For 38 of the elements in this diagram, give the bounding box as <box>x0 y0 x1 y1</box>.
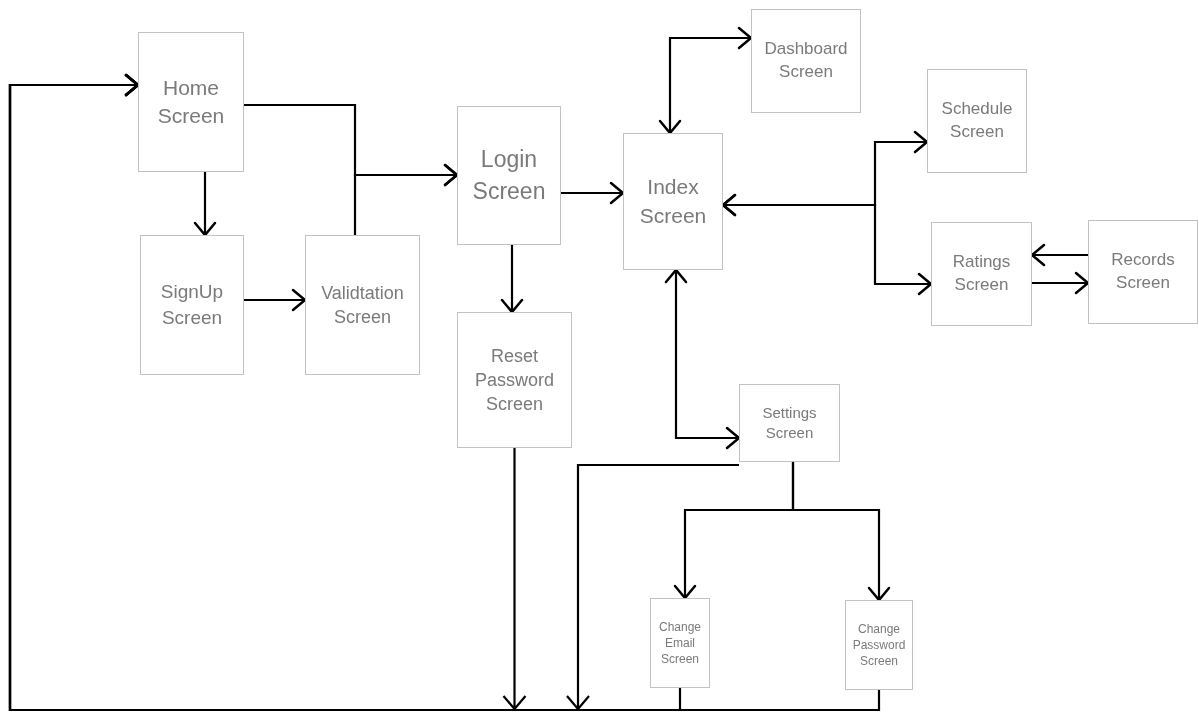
screen-label: Reset Password Screen <box>474 344 555 417</box>
screen-box <box>305 235 420 375</box>
arrow <box>561 181 625 205</box>
arrow <box>1032 271 1090 295</box>
screen-label: Index Screen <box>638 174 708 229</box>
screen-label: Records Screen <box>1110 249 1176 294</box>
screen-box <box>751 9 861 113</box>
screen-box <box>927 69 1027 173</box>
screen-box <box>650 598 710 688</box>
screen-box <box>623 133 723 270</box>
screen-box <box>845 600 913 690</box>
arrow <box>193 172 217 237</box>
arrow <box>664 268 741 450</box>
screen-label: Settings Screen <box>761 402 818 443</box>
screen-box <box>457 312 572 448</box>
screen-label: Dashboard Screen <box>763 38 849 83</box>
screen-label: SignUp Screen <box>159 280 225 330</box>
screen-label: Ratings Screen <box>951 251 1012 296</box>
arrow <box>353 163 459 235</box>
screen-label: Change Email Screen <box>657 618 702 668</box>
screen-box <box>457 106 561 245</box>
arrow <box>721 193 933 296</box>
arrow <box>244 288 307 312</box>
screen-label: Change Password Screen <box>851 620 907 670</box>
screen-box <box>1088 220 1198 324</box>
arrow <box>658 26 753 135</box>
screen-label: Validtation Screen <box>320 281 405 329</box>
screen-box <box>739 384 840 462</box>
screen-label: Home Screen <box>156 74 226 129</box>
arrow <box>791 462 891 602</box>
screen-box <box>140 235 244 375</box>
arrow <box>8 73 881 712</box>
arrow <box>500 245 524 314</box>
screen-box <box>931 222 1032 326</box>
screen-label: Schedule Screen <box>940 98 1014 143</box>
screen-label: Login Screen <box>471 145 547 206</box>
arrow <box>1030 243 1088 267</box>
screen-box <box>138 32 244 172</box>
